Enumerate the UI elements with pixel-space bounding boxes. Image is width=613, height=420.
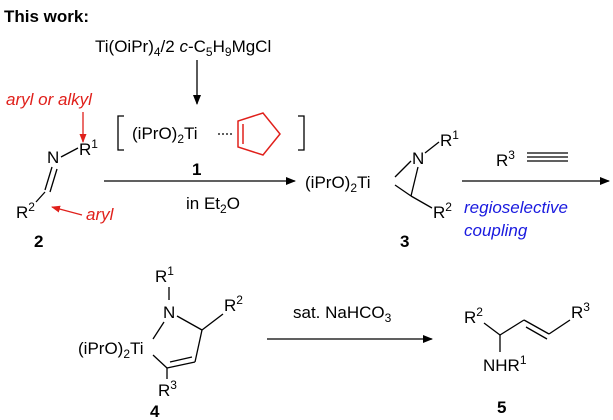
step2-label-coupling: coupling — [464, 221, 528, 240]
step1-condition: in Et2O — [186, 194, 240, 216]
c4-R2: R2 — [224, 293, 243, 315]
cyclopentene-ring — [237, 112, 281, 156]
imine-R1: R1 — [79, 137, 98, 159]
bond-CC-double-b — [169, 356, 193, 363]
c4-R1: R1 — [155, 264, 174, 286]
c3-R2: R2 — [433, 200, 452, 222]
header-title: This work: — [4, 7, 89, 26]
imine-R2: R2 — [16, 200, 35, 222]
complex-1: (iPrO)2Ti 1 — [117, 112, 305, 179]
c4-N: N — [163, 303, 175, 322]
bond-C-C — [194, 329, 203, 363]
alkyne-R3: R3 — [496, 148, 515, 170]
c4-ligand: (iPrO)2Ti — [78, 339, 144, 361]
bond-C-R2 — [35, 191, 46, 203]
c5-R3: R3 — [571, 300, 590, 322]
bond-R2-C — [483, 322, 501, 336]
label-4: 4 — [150, 402, 160, 420]
reagent-line: Ti(OiPr)4/2 c-C5H9MgCl — [95, 37, 271, 59]
bond-alkene-a — [523, 319, 550, 335]
bond-Ti-C — [394, 184, 412, 197]
bond-C-R2 — [410, 195, 433, 209]
bond-alkene-b — [525, 326, 548, 340]
label-3: 3 — [400, 232, 409, 251]
compound-3: (iPrO)2Ti N R1 R2 3 — [305, 128, 459, 251]
bond-CC-double-a — [166, 361, 196, 369]
c5-R2: R2 — [464, 305, 483, 327]
bond-N-C — [176, 315, 203, 331]
label-1: 1 — [192, 160, 201, 179]
bond-N-Ti — [152, 321, 165, 340]
bond-N-R1 — [424, 141, 440, 154]
annotation-aryl: aryl — [86, 205, 115, 224]
imine-N: N — [47, 148, 59, 167]
compound-2: aryl or alkyl N R1 R2 aryl 2 — [6, 90, 115, 251]
compound-5: R2 R3 NHR1 5 — [464, 300, 590, 417]
bond-C-R3 — [548, 319, 571, 335]
c4-R3: R3 — [158, 378, 177, 400]
label-5: 5 — [497, 398, 506, 417]
c5-amine: NHR1 — [483, 353, 527, 375]
bond-CN-b — [49, 168, 58, 193]
compound-4: R1 N (iPrO)2Ti R2 R3 4 — [78, 264, 243, 420]
bond-N-R1 — [60, 147, 79, 158]
bond-Ti-N — [394, 160, 412, 178]
bond-C-R2 — [201, 313, 224, 331]
label-2: 2 — [34, 232, 43, 251]
annotation-arrow-bottom — [51, 205, 83, 216]
bond-N-C — [410, 166, 419, 197]
bracket-right — [298, 115, 305, 151]
c3-ligand: (iPrO)2Ti — [305, 173, 371, 195]
complex1-ligand: (iPrO)2Ti — [132, 124, 198, 146]
bracket-left — [117, 115, 124, 151]
alkyne-reagent: R3 — [496, 148, 568, 170]
c3-R1: R1 — [440, 128, 459, 150]
bond-C-C — [499, 319, 525, 336]
bond-Ti-C — [152, 354, 168, 369]
annotation-aryl-or-alkyl: aryl or alkyl — [6, 90, 93, 109]
c3-N: N — [412, 149, 424, 168]
step2-label-regioselective: regioselective — [464, 198, 568, 217]
step3-condition: sat. NaHCO3 — [293, 303, 392, 325]
bond-CN-a — [44, 166, 53, 191]
